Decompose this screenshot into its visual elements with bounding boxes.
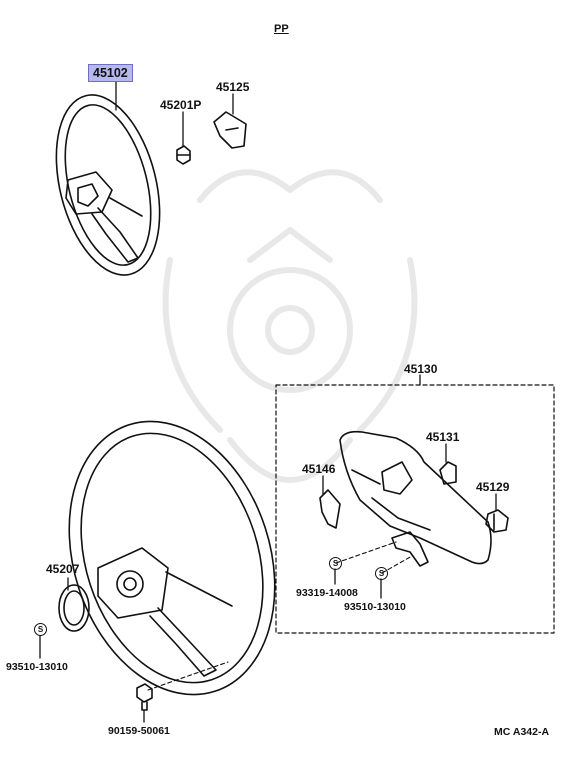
- steering-wheel-pad: [339, 430, 492, 565]
- figure-code: MC A342-A: [494, 726, 550, 738]
- pad-bracket: [439, 461, 457, 485]
- horn-button-upper: [213, 111, 247, 149]
- part-number-45207[interactable]: 45207: [46, 562, 80, 576]
- part-number-45146[interactable]: 45146: [302, 462, 336, 476]
- part-number-45129[interactable]: 45129: [476, 480, 510, 494]
- part-number-45201p[interactable]: 45201P: [160, 98, 202, 112]
- part-number-45125[interactable]: 45125: [216, 80, 250, 94]
- steering-wheel-nut: [176, 145, 191, 165]
- watermark-logo: [162, 169, 418, 483]
- section-label: PP: [274, 23, 289, 35]
- part-number-93510-13010-right[interactable]: 93510-13010: [344, 601, 406, 613]
- bolt-bottom: [136, 683, 153, 711]
- steering-wheel-lower: [68, 420, 276, 696]
- part-number-90159-50061[interactable]: 90159-50061: [108, 725, 170, 737]
- fastener-symbol-icon: S: [34, 623, 47, 636]
- part-number-93319-14008[interactable]: 93319-14008: [296, 587, 358, 599]
- pad-retainer-right: [485, 509, 509, 533]
- plate-ring: [58, 584, 90, 632]
- horn-contact-bracket: [391, 531, 429, 567]
- part-number-93510-13010-left[interactable]: 93510-13010: [6, 661, 68, 673]
- part-number-45130[interactable]: 45130: [404, 362, 438, 376]
- pad-group-box: [275, 384, 555, 634]
- dashed-assembly-line-bolt: [147, 661, 229, 691]
- part-number-45131[interactable]: 45131: [426, 430, 460, 444]
- dashed-assembly-line-screws: [335, 541, 413, 574]
- steering-wheel-upper: [55, 94, 161, 276]
- fastener-symbol-icon: S: [329, 557, 342, 570]
- fastener-symbol-icon: S: [375, 567, 388, 580]
- pad-retainer-left: [319, 489, 341, 529]
- part-number-45102[interactable]: 45102: [88, 64, 133, 82]
